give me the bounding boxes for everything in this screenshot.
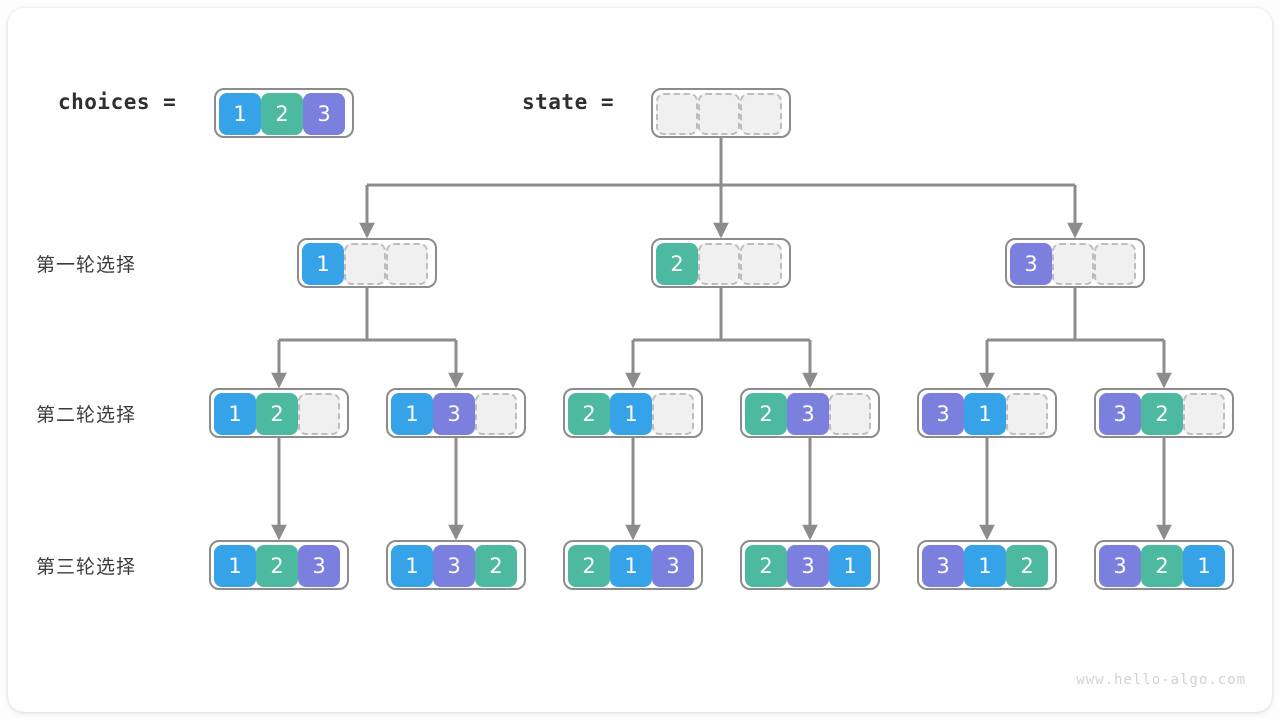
cell-empty [1094,243,1136,285]
cell-empty [656,93,698,135]
cell-value-2: 2 [568,545,610,587]
cell-empty [698,243,740,285]
cell-value-3: 3 [298,545,340,587]
cell-empty [740,243,782,285]
cell-empty [298,393,340,435]
cell-value-2: 2 [656,243,698,285]
cell-value-3: 3 [433,393,475,435]
watermark: www.hello-algo.com [1076,672,1246,688]
cell-value-3: 3 [922,393,964,435]
cell-value-3: 3 [1099,545,1141,587]
cell-value-3: 3 [922,545,964,587]
cell-empty [344,243,386,285]
diagram-card [8,8,1272,712]
cell-value-2: 2 [261,93,303,135]
cell-value-1: 1 [391,545,433,587]
cell-value-2: 2 [1141,393,1183,435]
cell-value-2: 2 [256,545,298,587]
cell-empty [1006,393,1048,435]
cell-value-3: 3 [433,545,475,587]
cell-empty [829,393,871,435]
cell-value-1: 1 [1183,545,1225,587]
node-r1-1: 1 [297,238,437,288]
cell-value-1: 1 [610,393,652,435]
cell-value-1: 1 [964,545,1006,587]
cell-value-1: 1 [219,93,261,135]
cell-value-2: 2 [568,393,610,435]
cell-value-1: 1 [214,393,256,435]
cell-value-3: 3 [1099,393,1141,435]
cell-value-1: 1 [302,243,344,285]
cell-value-2: 2 [1006,545,1048,587]
cell-value-2: 2 [475,545,517,587]
cell-value-2: 2 [745,393,787,435]
state-label: state = [522,90,615,114]
cell-empty [1183,393,1225,435]
node-r1-3: 3 [1005,238,1145,288]
cell-value-1: 1 [391,393,433,435]
cell-empty [740,93,782,135]
cell-value-3: 3 [787,393,829,435]
cell-value-3: 3 [1010,243,1052,285]
cell-value-3: 3 [652,545,694,587]
cell-empty [652,393,694,435]
node-r1-2: 2 [651,238,791,288]
cell-value-3: 3 [303,93,345,135]
cell-empty [1052,243,1094,285]
row-label-1: 第一轮选择 [36,254,137,276]
row-label-2: 第二轮选择 [36,404,137,426]
cell-empty [698,93,740,135]
cell-value-3: 3 [787,545,829,587]
cell-value-2: 2 [745,545,787,587]
cell-value-1: 1 [829,545,871,587]
cell-value-2: 2 [256,393,298,435]
cell-empty [386,243,428,285]
cell-empty [475,393,517,435]
cell-value-1: 1 [214,545,256,587]
cell-value-1: 1 [964,393,1006,435]
choices-label: choices = [58,90,177,114]
cell-value-2: 2 [1141,545,1183,587]
state-array [651,88,791,138]
cell-value-1: 1 [610,545,652,587]
row-label-3: 第三轮选择 [36,556,137,578]
